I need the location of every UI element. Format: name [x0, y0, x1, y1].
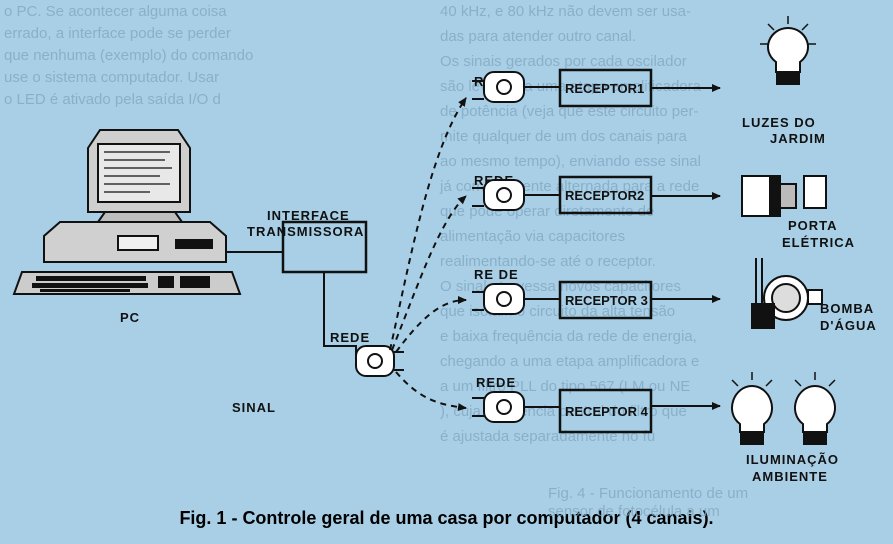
device-4-line2: AMBIENTE [752, 469, 828, 484]
device-4-line1: ILUMINAÇÃO [746, 452, 839, 467]
main-plug [355, 345, 404, 377]
channel-2-plug [472, 179, 525, 211]
water-pump-icon [751, 258, 823, 329]
interface-cable [323, 272, 357, 356]
channel-3-rede: RE DE [474, 267, 519, 282]
channel-2: REDE RECEPTOR2 PORTA ELÉTRICA [472, 173, 855, 250]
receptor-2-label: RECEPTOR2 [565, 188, 644, 203]
receptor-4-label: RECEPTOR 4 [565, 404, 649, 419]
background-text-line: alimentação via capacitores [440, 228, 626, 245]
signal-dashed-lines [389, 97, 467, 412]
background-text-line: que nenhuma (exemplo) do comando [4, 47, 254, 64]
background-text-line: use o sistema computador. Usar [4, 69, 220, 86]
background-text-line: realimentando-se até o receptor. [440, 253, 656, 270]
device-1-line1: LUZES DO [742, 115, 816, 130]
device-3-line1: BOMBA [820, 301, 874, 316]
channel-3: RE DE RECEPTOR 3 BOMBA D'ÁGUA [472, 258, 877, 333]
background-text-line: das para atender outro canal. [440, 28, 636, 45]
receptor-3-label: RECEPTOR 3 [565, 293, 648, 308]
channel-3-plug [472, 283, 525, 315]
background-text-line: o LED é ativado pela saída I/O d [4, 91, 221, 108]
background-text-line: Os sinais gerados por cada oscilador [440, 53, 687, 70]
background-text-line: 40 kHz, e 80 kHz não devem ser usa- [440, 3, 691, 20]
rede-label-main: REDE [330, 330, 370, 345]
receptor-1-label: RECEPTOR1 [565, 81, 644, 96]
sinal-label: SINAL [232, 400, 276, 415]
receptor-4-box [558, 388, 653, 434]
background-text-line: o PC. Se acontecer alguma coisa [4, 3, 227, 20]
device-3-line2: D'ÁGUA [820, 318, 877, 333]
channel-1-plug [472, 71, 525, 103]
background-text-line: ao mesmo tempo), enviando esse sinal [440, 153, 701, 170]
pc-computer [12, 129, 242, 295]
channel-4-plug [472, 391, 525, 423]
device-2-line1: PORTA [788, 218, 838, 233]
figure-caption: Fig. 1 - Controle geral de uma casa por … [179, 508, 714, 528]
pc-label: PC [120, 310, 140, 325]
interface-label-line2: TRANSMISSORA [247, 224, 364, 239]
garden-light-bulb-icon [760, 16, 816, 85]
electric-door-lock-icon [741, 175, 827, 217]
channel-4-rede: REDE [476, 375, 516, 390]
background-text-line: errado, a interface pode se perder [4, 25, 231, 42]
background-text-line: sensor de fotocélula a um [548, 503, 720, 520]
ambient-light-bulbs-icon [731, 372, 836, 445]
background-text-line: Fig. 4 - Funcionamento de um [548, 485, 749, 502]
channel-1: REDE RECEPTOR1 LUZES DO JARDIM [472, 16, 826, 146]
device-2-line2: ELÉTRICA [782, 235, 855, 250]
channel-4: REDE RECEPTOR 4 ILUMINAÇÃO AM [472, 372, 839, 484]
interface-label-line1: INTERFACE [267, 208, 350, 223]
background-text-line: chegando a uma etapa amplificadora e [440, 353, 700, 370]
background-text-line: e baixa frequência da rede de energia, [440, 328, 697, 345]
device-1-line2: JARDIM [770, 131, 826, 146]
